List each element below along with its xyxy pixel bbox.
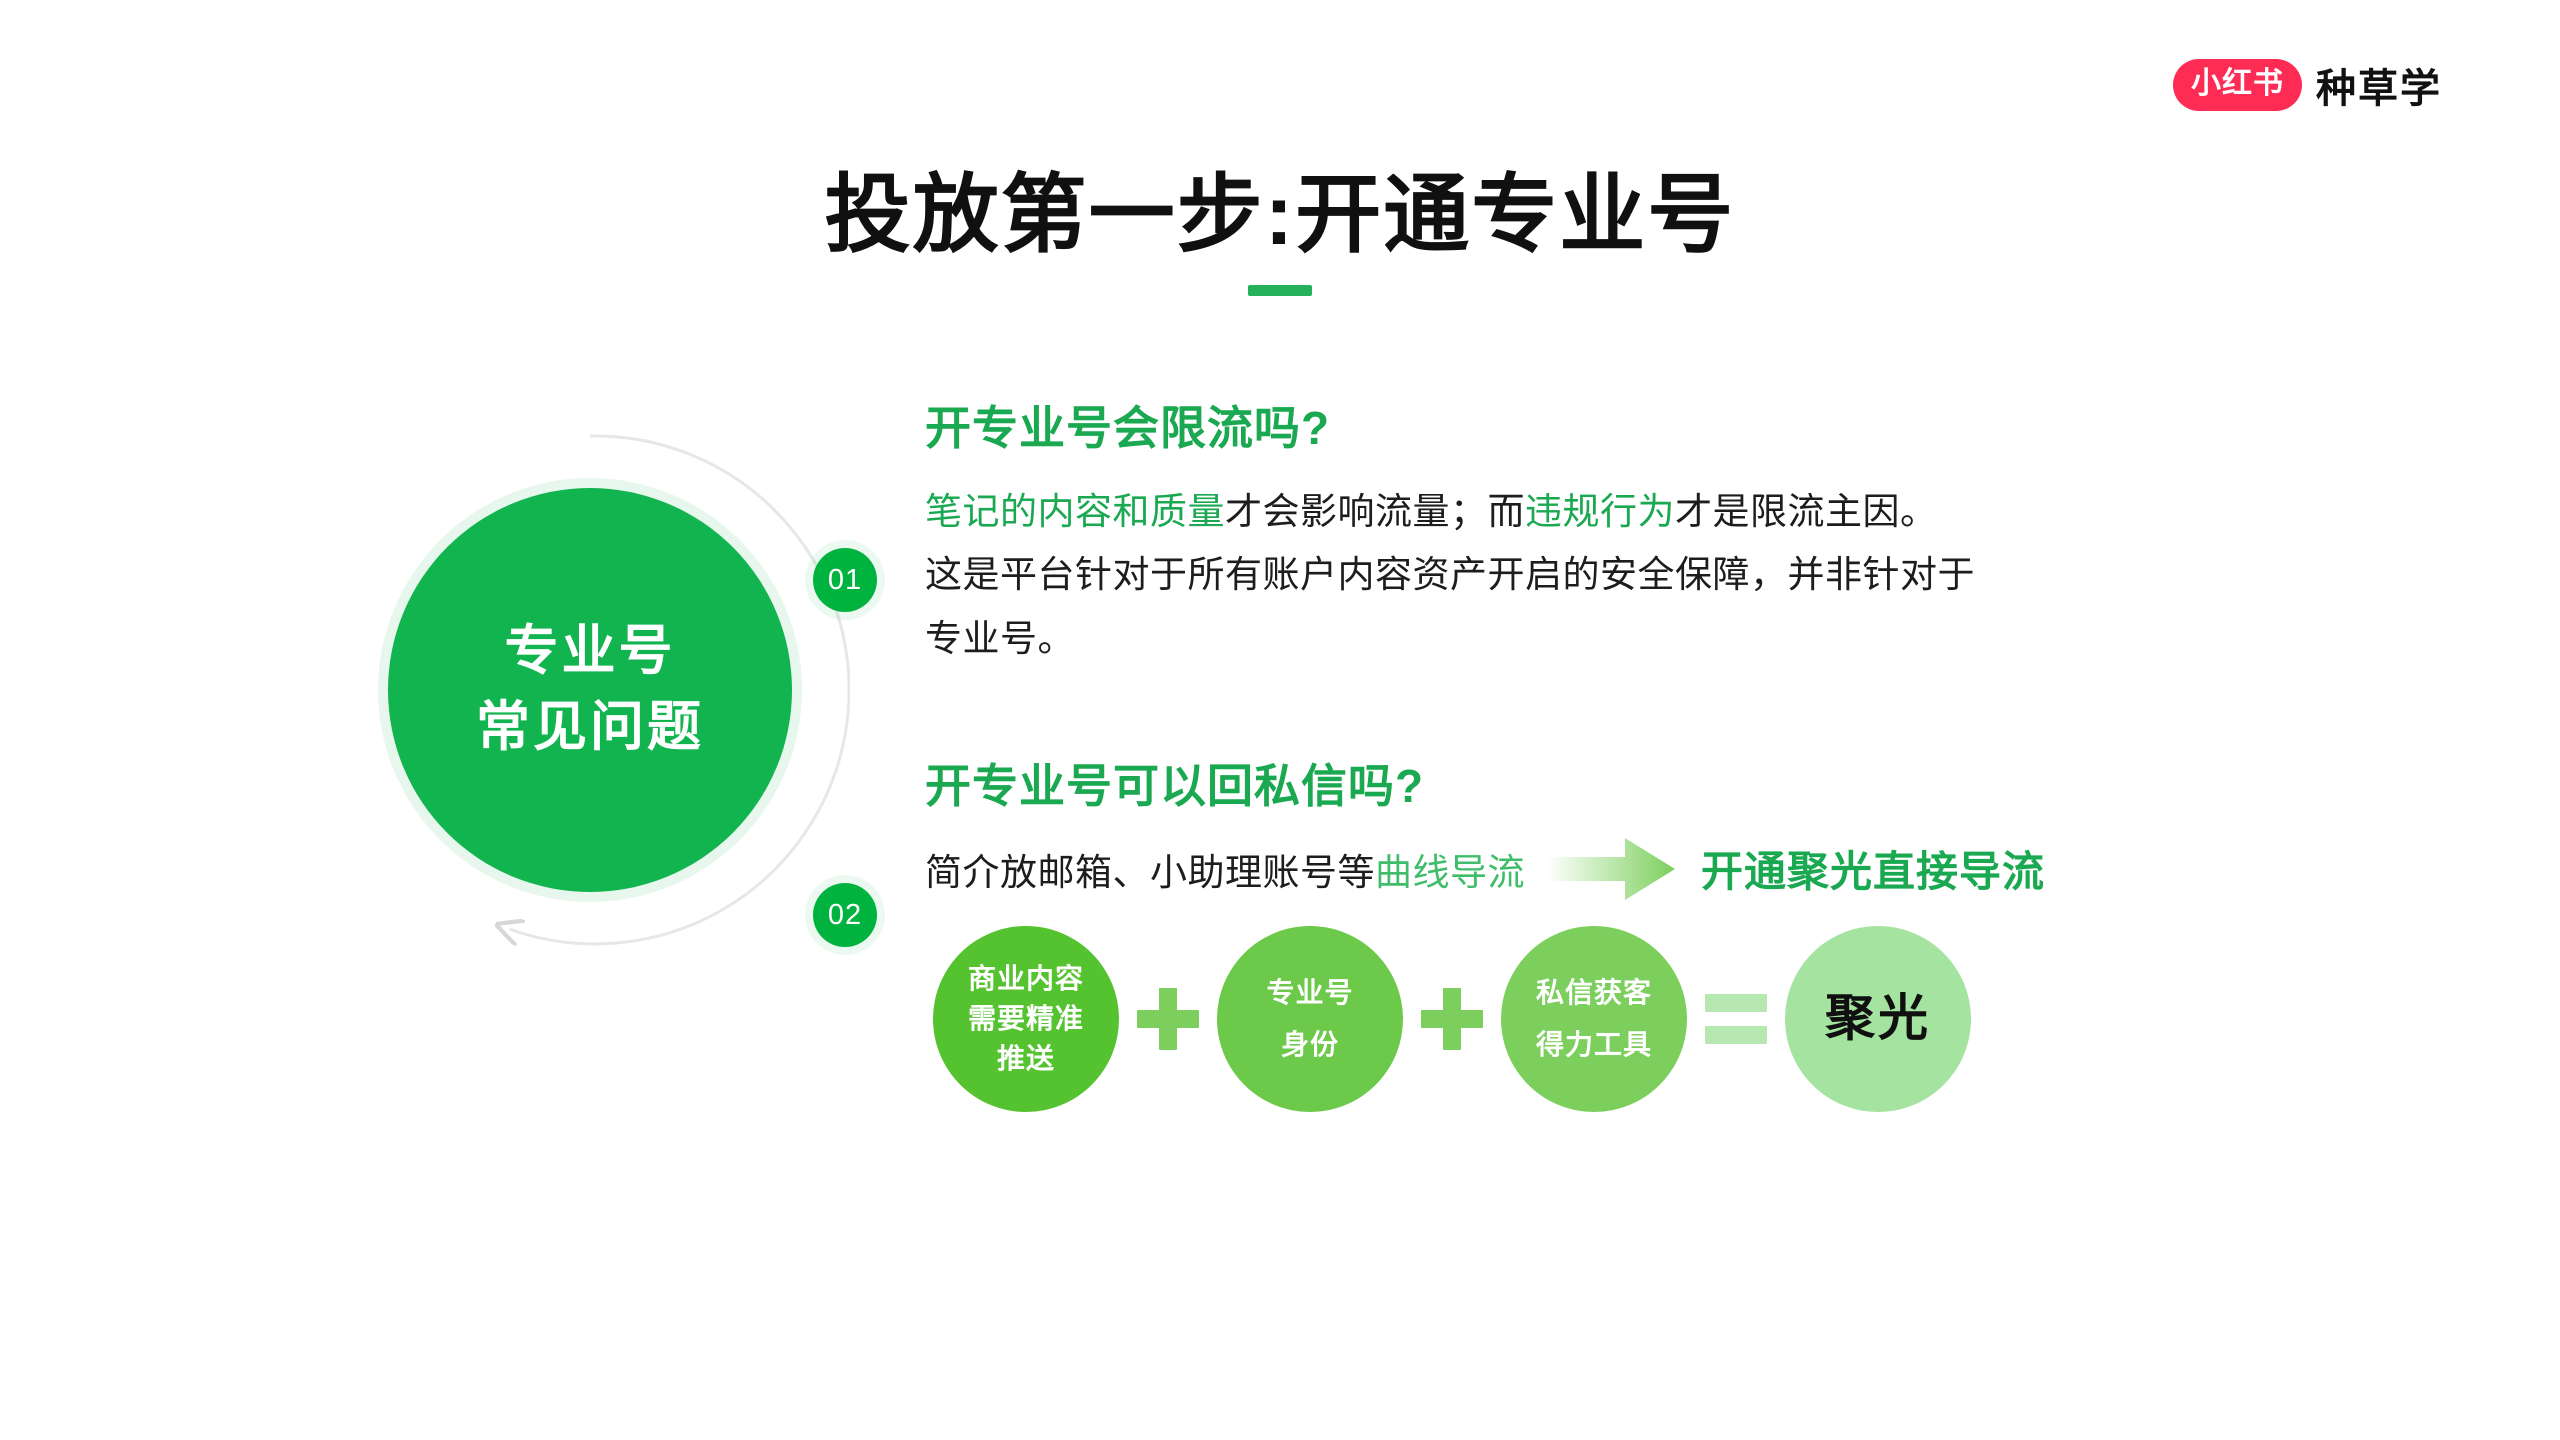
qa-1-body: 笔记的内容和质量才会影响流量；而违规行为才是限流主因。 这是平台针对于所有账户内… xyxy=(925,480,2445,671)
formula-bubble-1-line-3: 推送 xyxy=(996,1042,1055,1074)
qa-1-heading: 开专业号会限流吗? xyxy=(925,402,1331,454)
qa-2-heading: 开专业号可以回私信吗? xyxy=(925,760,1425,813)
flow-right-text: 开通聚光直接导流 xyxy=(1701,848,2046,896)
equals-icon xyxy=(1705,993,1767,1044)
qa-1-plain-1: 才会影响流量；而 xyxy=(1225,490,1525,532)
brand-wordmark: 种草学 xyxy=(2316,67,2442,111)
hub-diagram: 专业号 常见问题 xyxy=(330,430,850,950)
flow-left-highlight: 曲线导流 xyxy=(1375,851,1525,893)
formula-bubble-3-line-2: 得力工具 xyxy=(1535,1028,1652,1060)
hub-core-line-2: 常见问题 xyxy=(476,697,704,757)
formula-bubble-4-line-1: 聚光 xyxy=(1825,990,1931,1047)
plus-icon xyxy=(1137,987,1199,1050)
formula-bubble-1-line-2: 需要精准 xyxy=(967,1003,1084,1034)
formula-bubble-3-line-1: 私信获客 xyxy=(1535,977,1652,1009)
brand-logo: 小红书 种草学 xyxy=(2173,56,2442,114)
formula-bubble-3: 私信获客 得力工具 xyxy=(1501,925,1687,1112)
title-underline-rule xyxy=(1248,284,1312,296)
formula-row: 商业内容 需要精准 推送 专业号 身份 私信获客 得力工具 xyxy=(933,925,2445,1112)
hub-core-line-1: 专业号 xyxy=(504,621,676,682)
step-badge-01: 01 xyxy=(813,548,877,612)
qa-1-plain-2: 才是限流主因。 xyxy=(1675,490,1938,532)
qa-1-body-line-3: 专业号。 xyxy=(925,617,1075,659)
arrow-right-icon xyxy=(1547,837,1675,900)
qa-block-2: 开专业号可以回私信吗? 简介放邮箱、小助理账号等曲线导流 开通聚光直接导流 xyxy=(925,758,2445,1112)
page-title-block: 投放第一步:开通专业号 xyxy=(0,168,2560,296)
qa-block-1: 开专业号会限流吗? 笔记的内容和质量才会影响流量；而违规行为才是限流主因。 这是… xyxy=(925,400,2445,670)
content-column: 开专业号会限流吗? 笔记的内容和质量才会影响流量；而违规行为才是限流主因。 这是… xyxy=(925,400,2445,1112)
step-badge-02: 02 xyxy=(813,883,877,947)
operator-equals xyxy=(1687,993,1785,1044)
flow-line: 简介放邮箱、小助理账号等曲线导流 开通聚光直接导流 xyxy=(925,837,2445,900)
xiaohongshu-logo-badge: 小红书 xyxy=(2173,59,2302,111)
flow-left-text: 简介放邮箱、小助理账号等曲线导流 xyxy=(925,842,1525,896)
operator-plus-2 xyxy=(1403,987,1501,1050)
plus-icon xyxy=(1421,987,1483,1050)
formula-bubble-2-line-2: 身份 xyxy=(1280,1028,1339,1060)
flow-left-plain: 简介放邮箱、小助理账号等 xyxy=(925,851,1375,893)
qa-1-hl-1: 笔记的内容和质量 xyxy=(925,490,1225,532)
formula-bubble-2: 专业号 身份 xyxy=(1217,925,1403,1112)
operator-plus-1 xyxy=(1119,987,1217,1050)
hub-ring-arc-icon xyxy=(330,434,850,950)
qa-1-hl-2: 违规行为 xyxy=(1525,490,1675,532)
formula-bubble-2-line-1: 专业号 xyxy=(1266,977,1354,1009)
hub-core-circle: 专业号 常见问题 xyxy=(388,488,792,892)
formula-bubble-1-line-1: 商业内容 xyxy=(967,963,1084,995)
qa-1-body-line-1: 笔记的内容和质量才会影响流量；而违规行为才是限流主因。 xyxy=(925,480,2445,544)
formula-bubble-4: 聚光 xyxy=(1785,925,1971,1112)
qa-1-body-line-2: 这是平台针对于所有账户内容资产开启的安全保障，并非针对于 xyxy=(925,554,1975,596)
formula-bubble-1: 商业内容 需要精准 推送 xyxy=(933,925,1119,1112)
page-title: 投放第一步:开通专业号 xyxy=(824,167,1736,263)
